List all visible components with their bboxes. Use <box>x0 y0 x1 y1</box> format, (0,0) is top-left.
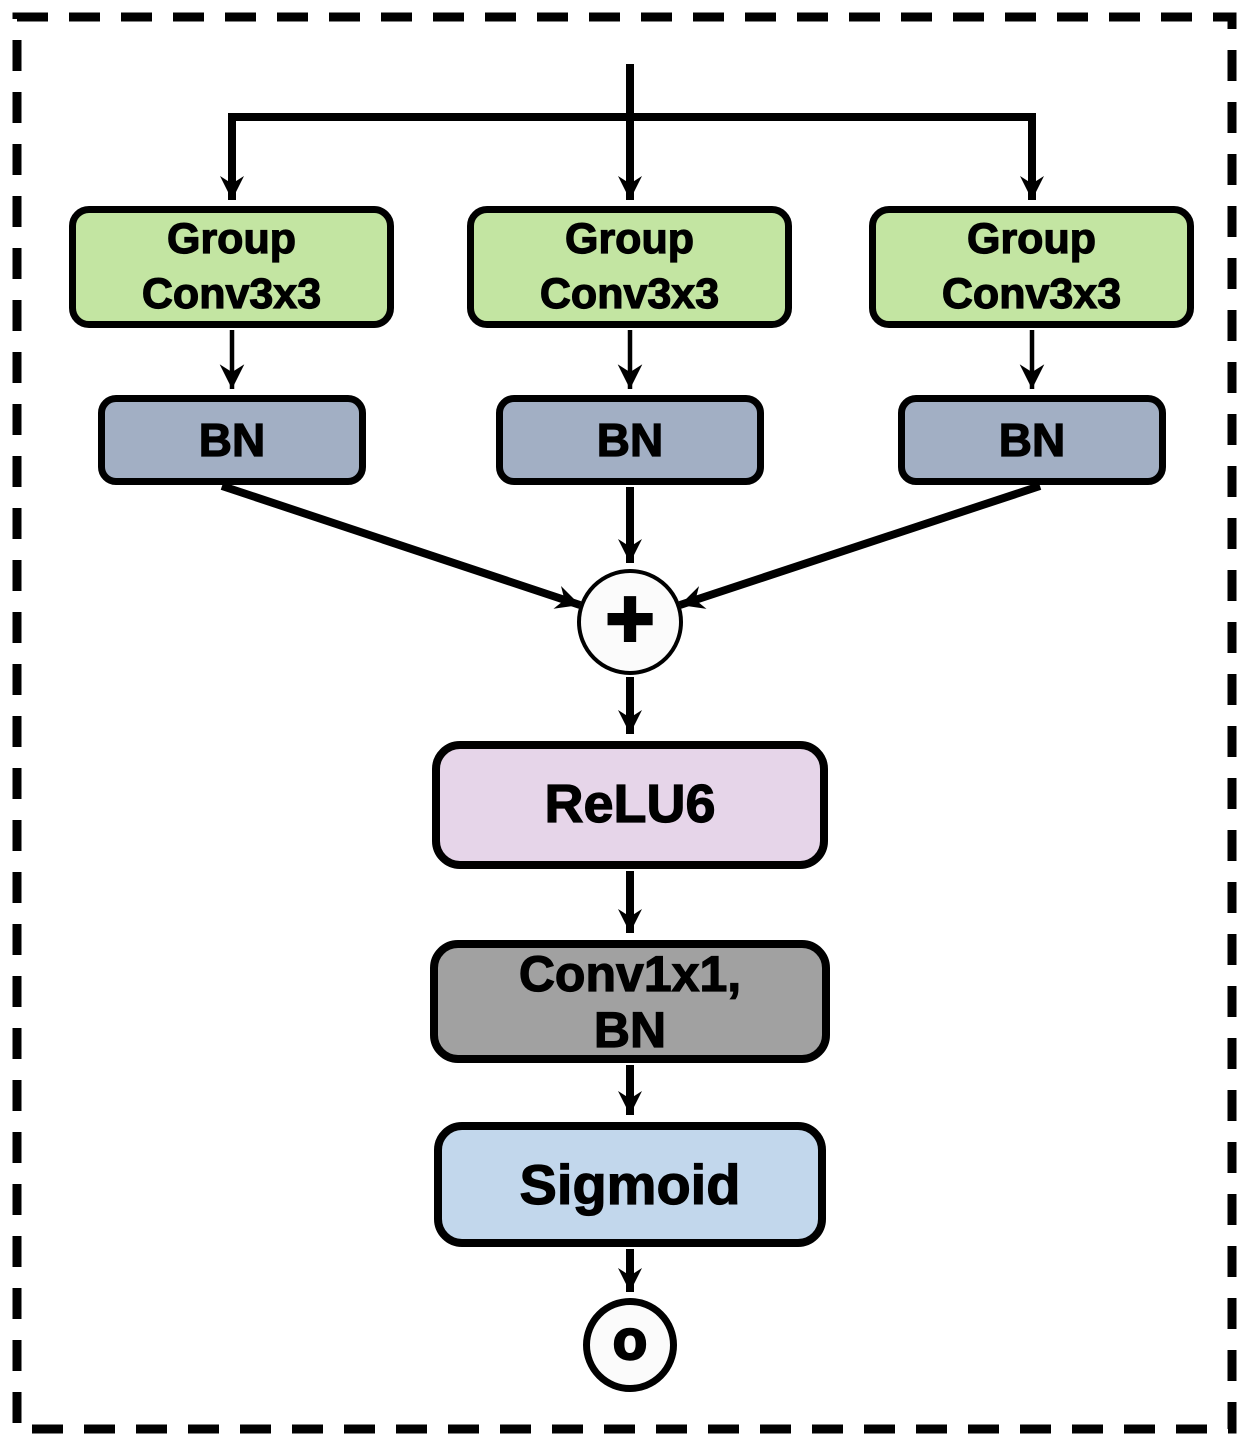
conv1x1-bn-box: Conv1x1, BN <box>430 940 830 1063</box>
output-label: o <box>612 1308 649 1371</box>
arrow-bn-to-sum-left <box>220 482 582 609</box>
group-conv-box-middle: Group Conv3x3 <box>467 206 792 328</box>
group-conv-label: Group Conv3x3 <box>141 214 322 318</box>
group-conv-label: Group Conv3x3 <box>941 214 1122 318</box>
bn-label: BN <box>596 413 664 466</box>
relu6-box: ReLU6 <box>432 741 828 869</box>
group-conv-box-right: Group Conv3x3 <box>869 206 1194 328</box>
group-conv-box-left: Group Conv3x3 <box>69 206 394 328</box>
bn-box-right: BN <box>898 395 1166 485</box>
sum-node: + <box>577 569 683 675</box>
sigmoid-box: Sigmoid <box>434 1122 826 1247</box>
bn-label: BN <box>198 413 266 466</box>
relu6-label: ReLU6 <box>544 774 716 835</box>
plus-icon: + <box>604 571 656 665</box>
bn-box-left: BN <box>98 395 366 485</box>
dashed-border <box>12 12 1237 1434</box>
bn-label: BN <box>998 413 1066 466</box>
group-conv-label: Group Conv3x3 <box>539 214 720 318</box>
bn-box-middle: BN <box>496 395 764 485</box>
conv1x1-bn-label: Conv1x1, BN <box>518 945 742 1058</box>
sigmoid-label: Sigmoid <box>519 1152 741 1216</box>
arrow-bn-to-sum-right <box>678 482 1042 609</box>
output-node: o <box>583 1298 677 1392</box>
